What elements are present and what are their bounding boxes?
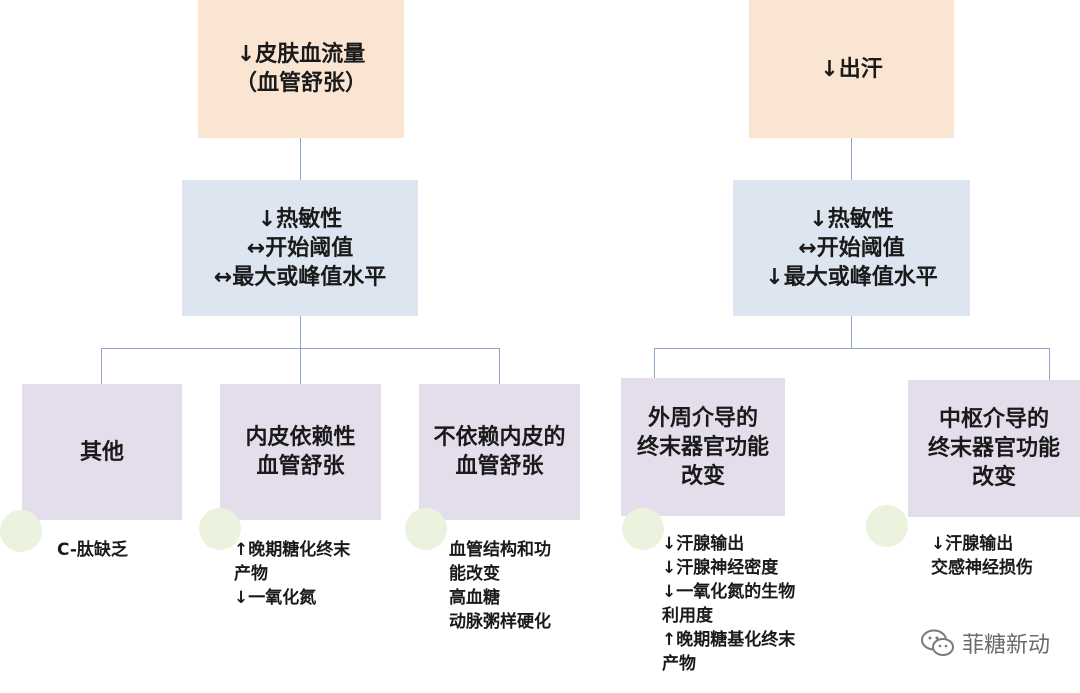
- node-line: 改变: [971, 465, 1016, 490]
- wechat-icon: [920, 628, 956, 658]
- connector-line: [300, 348, 301, 384]
- note-line: C-肽缺乏: [57, 540, 128, 560]
- node-line: 改变: [680, 463, 725, 489]
- endothelium-independent-node: 不依赖内皮的 血管舒张: [419, 384, 580, 520]
- note-line: 能改变: [449, 564, 500, 584]
- node-line: ↓最大或峰值水平: [765, 264, 938, 290]
- node-line: ↓热敏性: [809, 206, 894, 232]
- node-line: ↔开始阈值: [246, 235, 354, 261]
- connector-line: [499, 348, 500, 384]
- other-node: 其他: [22, 384, 182, 520]
- connector-line: [300, 138, 301, 180]
- note-line: 利用度: [662, 606, 713, 626]
- bullet-circle: [0, 510, 42, 552]
- note-line: 产物: [234, 564, 268, 584]
- endothelium-dependent-node: 内皮依赖性 血管舒张: [220, 384, 381, 520]
- node-line: 内皮依赖性: [245, 425, 356, 450]
- note-line: ↓汗腺神经密度: [662, 558, 779, 578]
- node-line: 终末器官功能: [636, 434, 769, 460]
- note-line: ↑晚期糖基化终末: [662, 630, 796, 650]
- node-line: 其他: [79, 439, 124, 465]
- note-line: ↑晚期糖化终末: [234, 540, 351, 560]
- node-line: 外周介导的: [647, 405, 758, 431]
- connector-line: [101, 348, 102, 384]
- note-line: 动脉粥样硬化: [449, 612, 551, 632]
- watermark: 菲糖新动: [920, 627, 1050, 659]
- node-line: （血管舒张）: [234, 71, 367, 96]
- left-thermosensitivity-node: ↓热敏性 ↔开始阈值 ↔最大或峰值水平: [182, 180, 418, 316]
- bullet-circle: [199, 508, 241, 550]
- node-line: 不依赖内皮的: [433, 425, 566, 450]
- connector-line: [851, 138, 852, 180]
- other-notes: C-肽缺乏: [57, 538, 128, 562]
- node-line: 血管舒张: [455, 454, 544, 479]
- watermark-text: 菲糖新动: [961, 633, 1050, 658]
- peripheral-mediated-node: 外周介导的 终末器官功能 改变: [621, 378, 785, 516]
- bullet-circle: [622, 508, 664, 550]
- node-line: ↔最大或峰值水平: [213, 264, 387, 290]
- node-line: ↓热敏性: [257, 206, 343, 232]
- note-line: ↓汗腺输出: [662, 534, 745, 554]
- connector-line: [300, 316, 301, 348]
- central-mediated-notes: ↓汗腺输出 交感神经损伤: [931, 532, 1033, 580]
- peripheral-mediated-notes: ↓汗腺输出 ↓汗腺神经密度 ↓一氧化氮的生物 利用度 ↑晚期糖基化终末 产物: [662, 532, 795, 676]
- note-line: 高血糖: [449, 588, 500, 608]
- node-line: ↔开始阈值: [798, 235, 905, 261]
- note-line: ↓汗腺输出: [931, 534, 1014, 554]
- central-mediated-node: 中枢介导的 终末器官功能 改变: [908, 380, 1080, 517]
- connector-line: [1049, 348, 1050, 380]
- skin-blood-flow-node: ↓皮肤血流量 （血管舒张）: [198, 0, 404, 138]
- connector-line: [654, 348, 655, 378]
- endothelium-independent-notes: 血管结构和功 能改变 高血糖 动脉粥样硬化: [449, 538, 551, 634]
- sweating-node: ↓出汗: [749, 0, 954, 138]
- endothelium-dependent-notes: ↑晚期糖化终末 产物 ↓一氧化氮: [234, 538, 350, 610]
- node-line: 中枢介导的: [938, 407, 1049, 432]
- connector-line: [654, 348, 1050, 349]
- note-line: 交感神经损伤: [931, 558, 1033, 578]
- note-line: ↓一氧化氮的生物: [662, 582, 796, 602]
- connector-line: [851, 316, 852, 348]
- node-line: 终末器官功能: [927, 436, 1060, 461]
- note-line: 血管结构和功: [449, 540, 551, 560]
- node-line: ↓皮肤血流量: [236, 42, 366, 67]
- bullet-circle: [866, 505, 908, 547]
- bullet-circle: [405, 508, 447, 550]
- node-line: ↓出汗: [820, 56, 883, 82]
- note-line: ↓一氧化氮: [234, 588, 317, 608]
- node-line: 血管舒张: [256, 454, 345, 479]
- right-thermosensitivity-node: ↓热敏性 ↔开始阈值 ↓最大或峰值水平: [733, 180, 970, 316]
- note-line: 产物: [662, 654, 696, 674]
